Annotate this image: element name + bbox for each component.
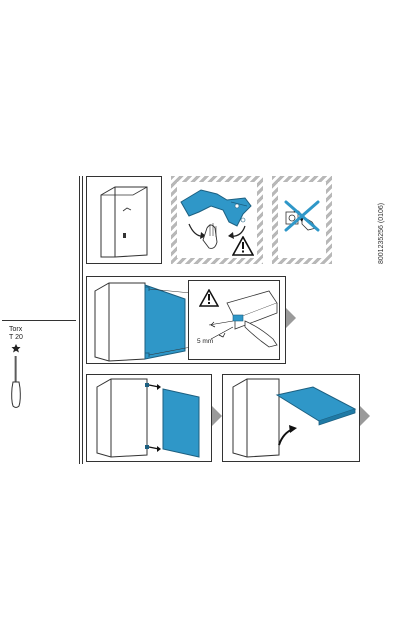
fridge-illustration <box>100 186 148 258</box>
section-separator <box>79 176 80 464</box>
screw-removal-illustration <box>284 200 320 232</box>
step-panel-screw-removal <box>272 176 332 264</box>
hinge-illustration <box>180 189 252 249</box>
section-separator-2 <box>82 176 83 464</box>
door-remove-illustration <box>96 378 200 458</box>
door-flat-illustration <box>232 378 357 458</box>
door-adjust-illustration <box>94 282 192 362</box>
step-panel-door-flat <box>222 374 360 462</box>
warning-icon <box>232 236 254 256</box>
document-number: 8001235256 (0106) <box>378 202 385 264</box>
next-step-arrow-icon <box>212 406 222 426</box>
hinge-gap-detail <box>208 290 278 348</box>
warning-icon <box>199 289 219 307</box>
step-panel-door-remove <box>86 374 212 462</box>
tool-divider-line <box>2 320 76 321</box>
next-step-arrow-icon <box>360 406 370 426</box>
gap-measurement-label: 5 mm <box>197 338 214 345</box>
tool-name-line1: Torx <box>9 326 23 333</box>
screwdriver-icon <box>11 344 21 408</box>
step-panel-hinge-caution <box>171 176 263 264</box>
next-step-arrow-icon <box>286 308 296 328</box>
tool-name-line2: T 20 <box>9 334 23 341</box>
zoom-callout <box>188 280 280 360</box>
step-panel-fridge <box>86 176 162 264</box>
